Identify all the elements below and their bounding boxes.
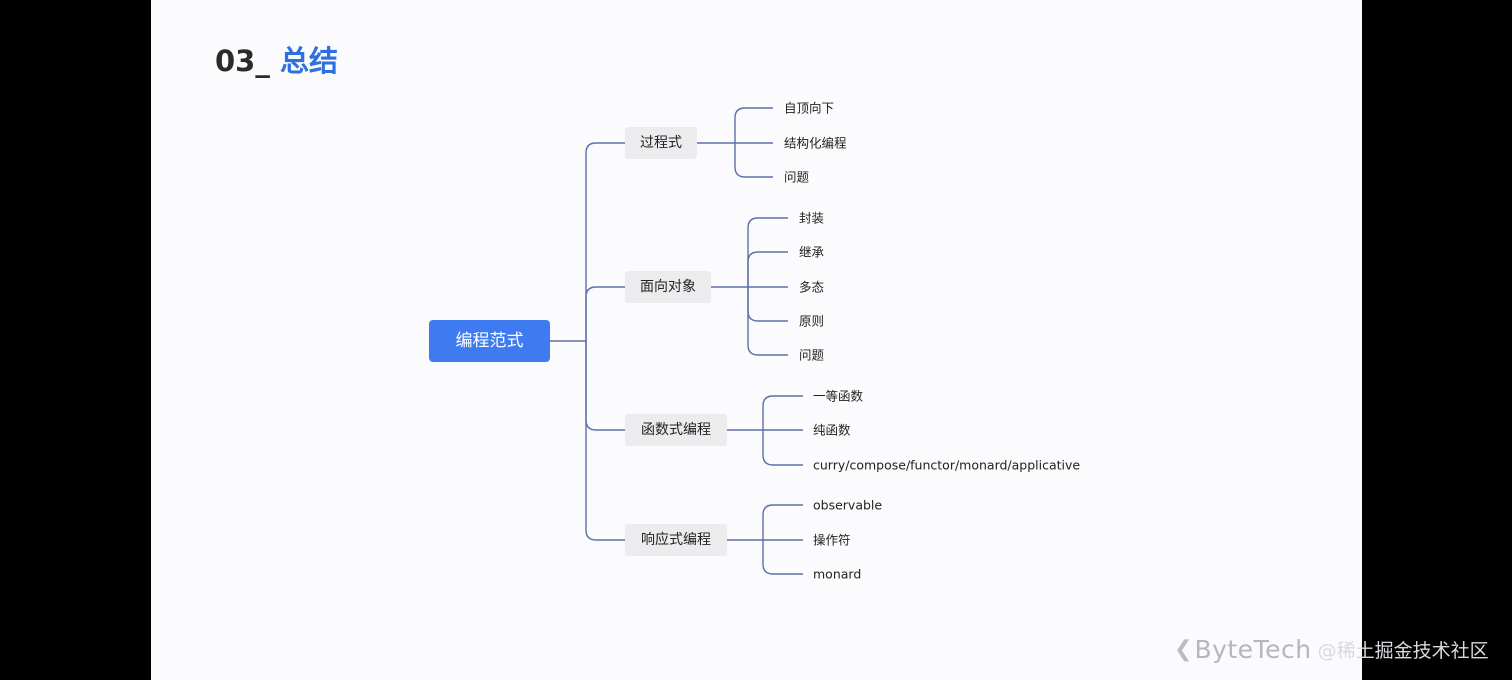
connector (585, 341, 625, 541)
branch-label: 面向对象 (640, 279, 696, 295)
connector (747, 251, 788, 287)
title-number: 03_ (215, 44, 270, 78)
leaf-label: 一等函数 (813, 389, 864, 404)
slide-title: 03_ 总结 (215, 38, 338, 80)
root-node-box (429, 320, 550, 362)
leaf-label: 操作符 (813, 533, 851, 548)
connector (762, 504, 803, 540)
connector (762, 430, 803, 466)
root-node-label: 编程范式 (456, 331, 524, 351)
leaf-label: 问题 (784, 170, 810, 185)
connector (762, 540, 803, 575)
connector (550, 142, 625, 342)
leaf-label: 结构化编程 (784, 136, 847, 151)
branch-label: 函数式编程 (641, 422, 711, 438)
leaf-label: 纯函数 (813, 423, 851, 438)
connector (585, 286, 625, 341)
root-node: 编程范式 (429, 320, 550, 362)
watermark-community: @稀土掘金技术社区 (1317, 639, 1489, 662)
branch-box (625, 524, 727, 556)
connector (762, 395, 803, 430)
leaf-label: 自顶向下 (784, 101, 834, 116)
connector (734, 107, 773, 143)
connector (747, 217, 788, 287)
title-text: 总结 (279, 44, 338, 78)
leaf-label: curry/compose/functor/monard/applicative (813, 458, 1080, 473)
branch-reactive: 响应式编程 observable 操作符 monard (585, 341, 882, 582)
watermark-brand: ByteTech (1194, 634, 1312, 664)
leaf-label: 原则 (799, 314, 824, 329)
branch-box (625, 414, 727, 446)
connector (747, 287, 788, 356)
branch-label: 过程式 (640, 135, 682, 151)
leaf-label: 多态 (799, 280, 824, 295)
leaf-label: observable (813, 498, 882, 513)
branch-box (625, 271, 711, 303)
branch-procedural: 过程式 自顶向下 结构化编程 问题 (550, 101, 847, 342)
leaf-label: 问题 (799, 348, 825, 363)
slide: 03_ 总结 编程范式 过程式 自顶向下 结构化编程 问题 面向对象 (151, 0, 1362, 680)
leaf-label: 封装 (799, 211, 824, 226)
mindmap: 编程范式 过程式 自顶向下 结构化编程 问题 面向对象 封装 继承 (429, 101, 1080, 582)
bytetech-logo-icon: ❮ (1174, 636, 1193, 662)
branch-oop: 面向对象 封装 继承 多态 原则 问题 (585, 211, 825, 363)
branch-box (625, 127, 697, 159)
watermark: ❮ ByteTech @稀土掘金技术社区 (1174, 632, 1489, 666)
connector (747, 287, 788, 322)
connector (734, 143, 773, 178)
leaf-label: 继承 (799, 245, 825, 260)
branch-label: 响应式编程 (641, 531, 711, 548)
connector (585, 341, 625, 431)
branch-functional: 函数式编程 一等函数 纯函数 curry/compose/functor/mon… (585, 341, 1080, 473)
leaf-label: monard (813, 567, 861, 582)
